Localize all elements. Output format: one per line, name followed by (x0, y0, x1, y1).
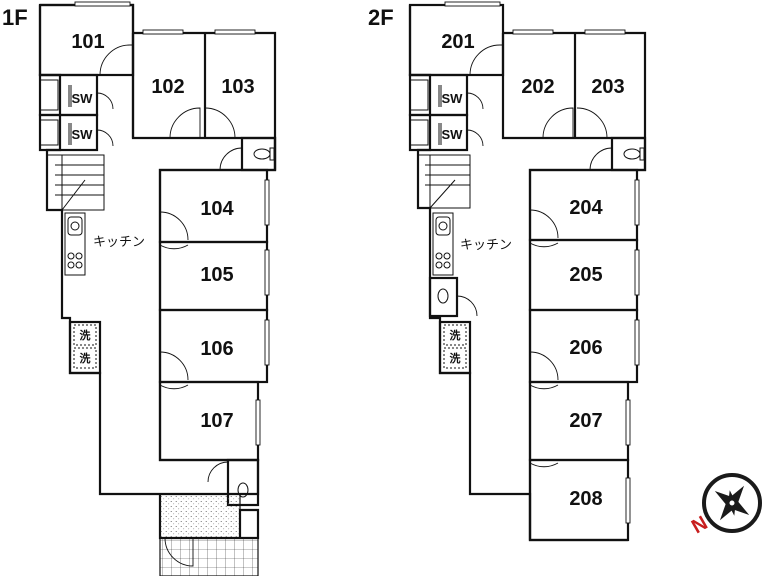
room-label: 101 (71, 31, 104, 53)
stairs-2f (417, 154, 471, 209)
room-label: 103 (221, 76, 254, 98)
kitchen-counter-2f (432, 212, 454, 276)
wash-label: 洗 (80, 328, 91, 342)
sw-label: SW (442, 91, 464, 106)
room-label: 107 (200, 410, 233, 432)
compass-icon (702, 473, 762, 533)
wash-area-1f (68, 320, 102, 375)
kitchen-label: キッチン (460, 238, 512, 253)
room-label: 205 (569, 264, 602, 286)
room-label: 208 (569, 488, 602, 510)
wash-area-2f (438, 320, 472, 375)
floor-label-1f: 1F (2, 5, 28, 30)
room-label: 202 (521, 76, 554, 98)
sw-label: SW (442, 127, 464, 142)
sw-label: SW (72, 127, 94, 142)
room-label: 203 (591, 76, 624, 98)
outer-wall-2f (408, 5, 628, 542)
room-label: 207 (569, 410, 602, 432)
wall-202-203 (501, 31, 647, 540)
room-label: 106 (200, 338, 233, 360)
room-label: 102 (151, 76, 184, 98)
room-label: 201 (441, 31, 474, 53)
window (74, 1, 131, 7)
toilet-2f-lower (428, 276, 459, 318)
wash-label: 洗 (450, 328, 461, 342)
toilet-1f-upper (240, 136, 277, 172)
room-label: 204 (569, 197, 603, 219)
toilet-1f-lower (226, 458, 260, 507)
floor-2f: 2F (368, 1, 647, 542)
sw-label: SW (72, 91, 94, 106)
stairs-1f (46, 154, 105, 211)
kitchen-label: キッチン (93, 235, 145, 250)
floor-1f: 1F (2, 1, 277, 576)
toilet-2f-upper (610, 136, 647, 172)
floor-label-2f: 2F (368, 5, 394, 30)
porch-1f (159, 537, 259, 576)
room-label: 105 (200, 264, 233, 286)
wash-label: 洗 (80, 351, 91, 365)
room-label: 104 (200, 198, 234, 220)
wash-label: 洗 (450, 351, 461, 365)
kitchen-counter-1f (64, 212, 86, 276)
wall-102-103-partition (131, 33, 207, 138)
entrance-tile-1f (159, 493, 241, 539)
room-label: 206 (569, 337, 602, 359)
